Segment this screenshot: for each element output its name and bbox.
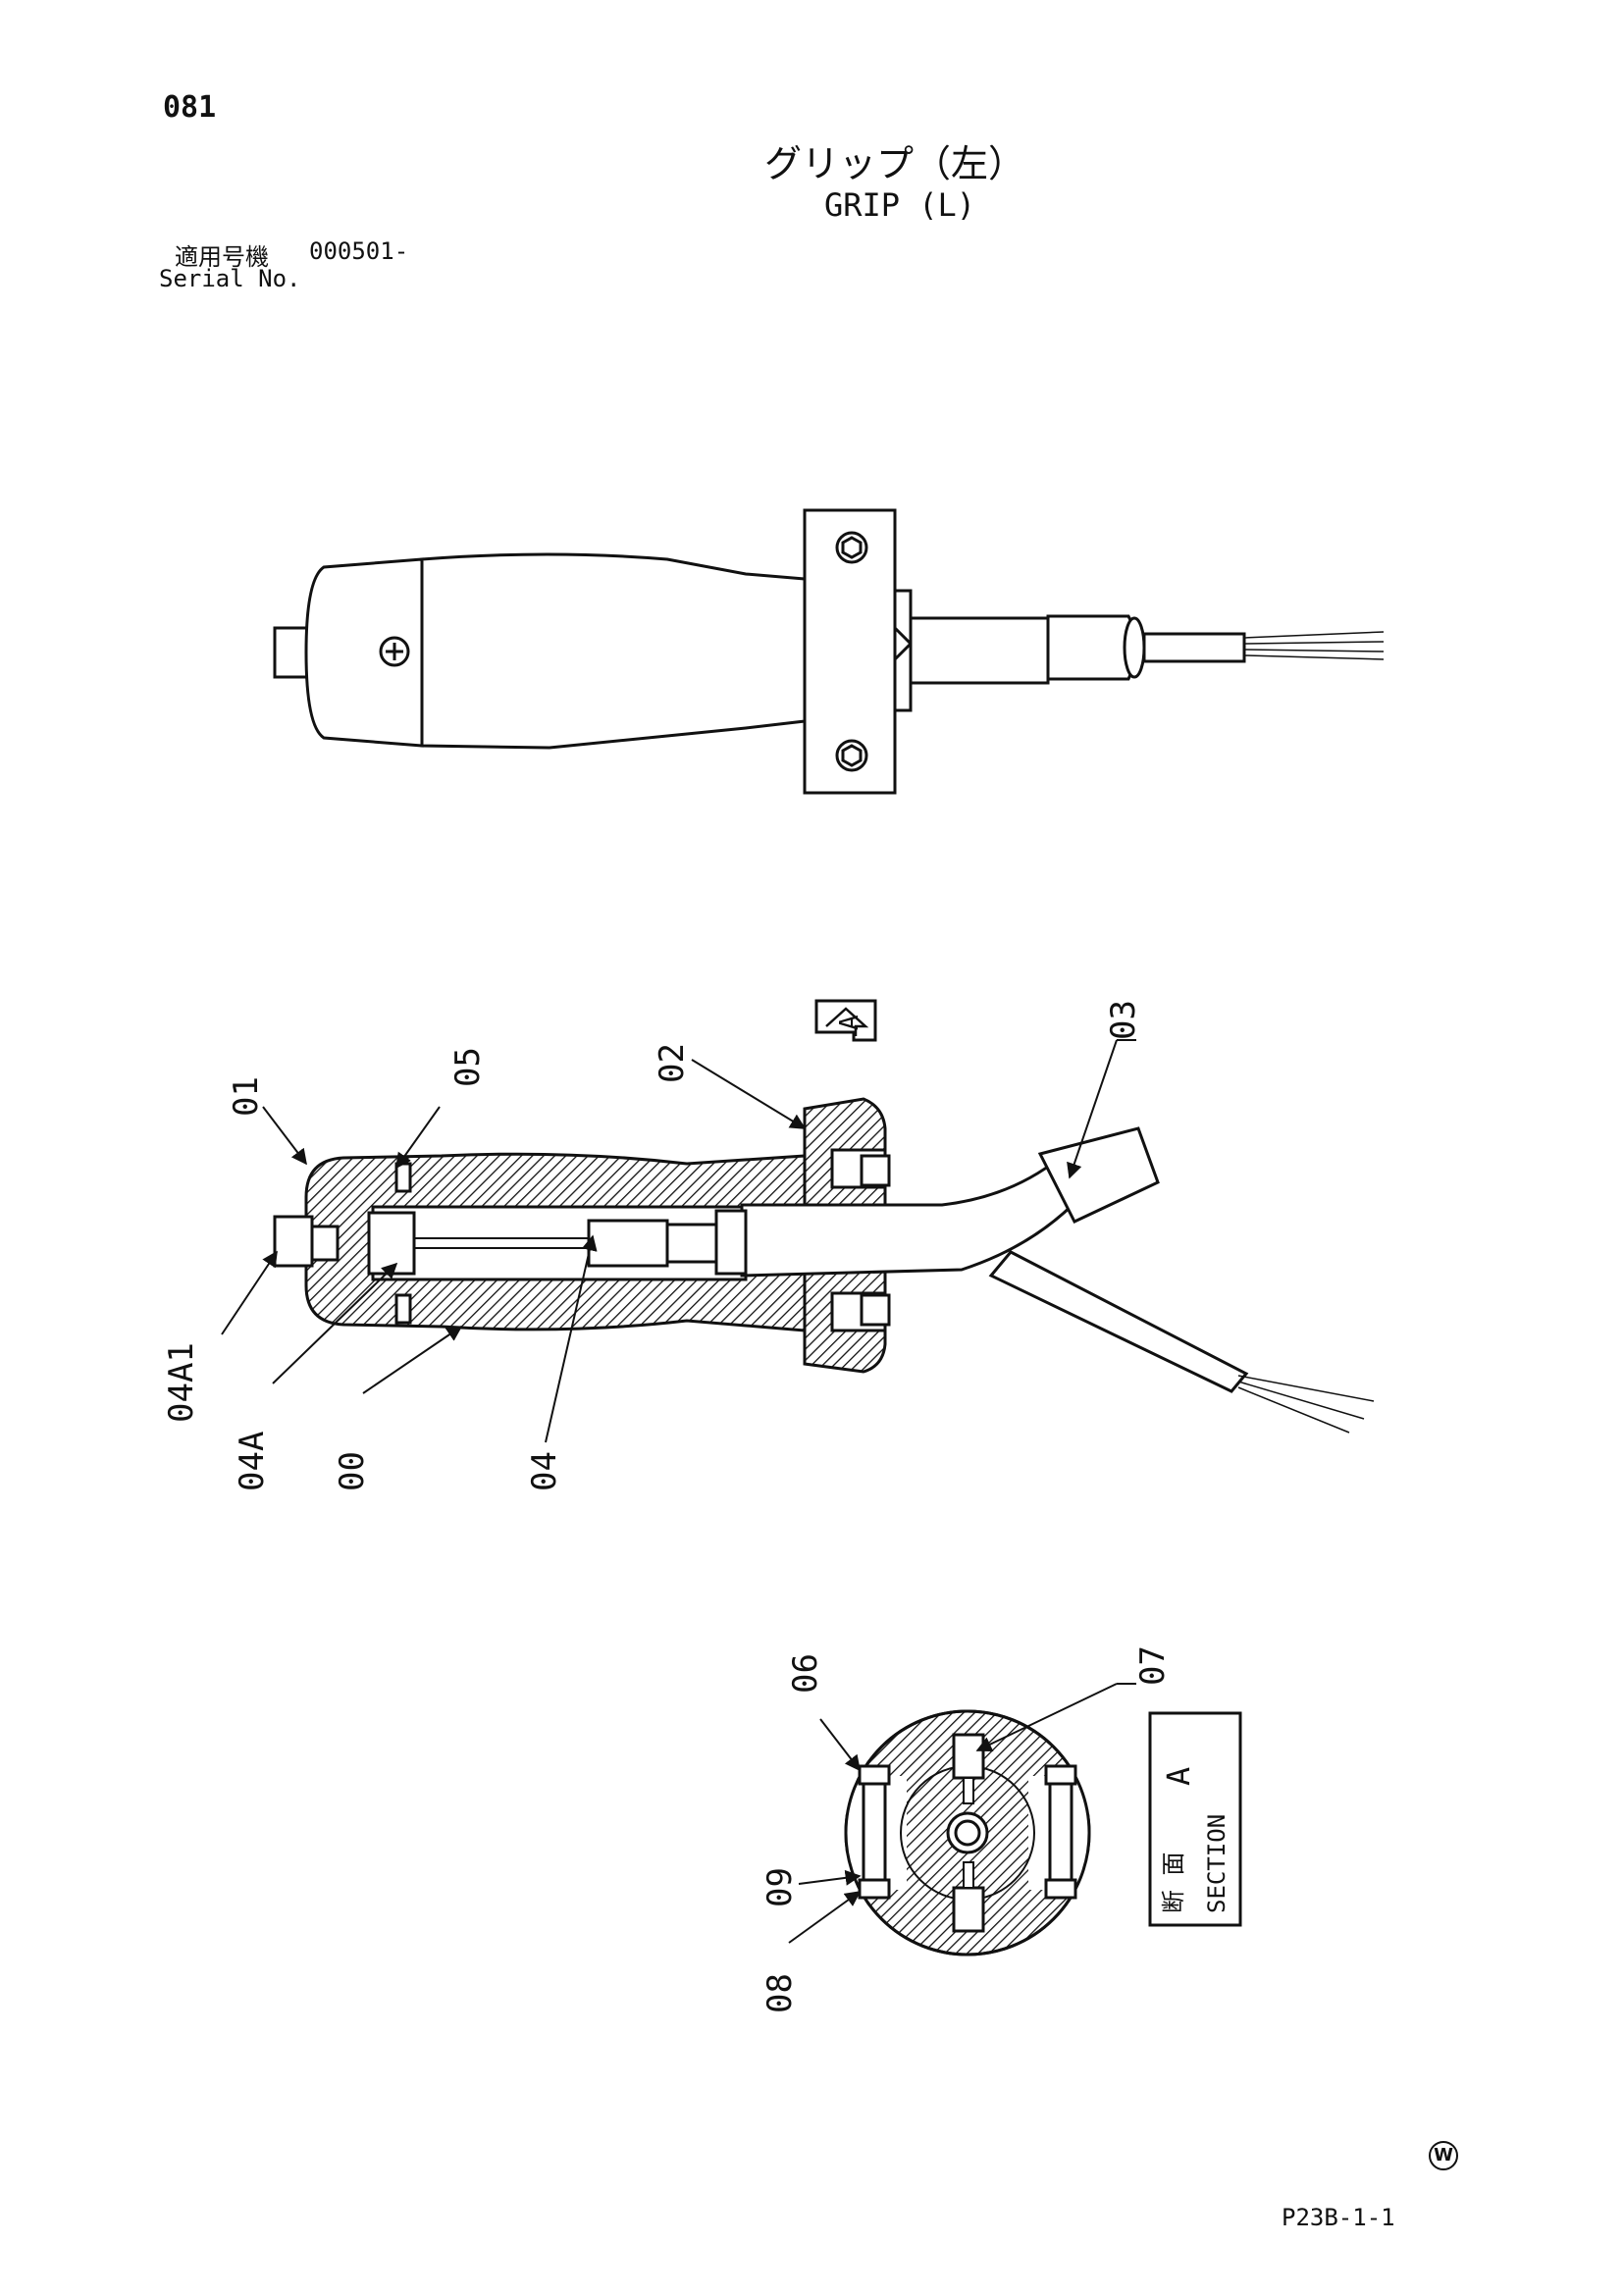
drawing-code: P23B-1-1 [1282, 2204, 1395, 2231]
cross-section-callout-leaders [788, 1683, 1136, 1944]
callout-02: 02 [653, 1043, 692, 1083]
title-japanese: グリップ（左） [763, 142, 1025, 185]
serial-range: 000501- [309, 237, 409, 265]
watermark-symbol: W [1429, 2141, 1458, 2170]
callout-04: 04 [525, 1451, 564, 1491]
callout-06: 06 [786, 1653, 825, 1694]
callout-08: 08 [760, 1973, 800, 2013]
page-number: 081 [163, 90, 217, 125]
title-english: GRIP (L) [823, 186, 976, 224]
callout-07: 07 [1133, 1645, 1173, 1686]
section-label-box [1148, 1711, 1242, 1927]
section-view-marker: A [835, 1015, 864, 1030]
grip-top-view [273, 508, 1385, 795]
section-label-japanese: 断 面 [1160, 1852, 1187, 1913]
cross-section-a [844, 1709, 1091, 1957]
callout-04a1: 04A1 [162, 1342, 201, 1423]
callout-01: 01 [227, 1076, 266, 1117]
section-callout-leaders [221, 1039, 1136, 1443]
callout-09: 09 [760, 1867, 800, 1907]
callout-04a: 04A [233, 1432, 272, 1491]
serial-label-english: Serial No. [159, 265, 301, 292]
section-label-letter: A [1160, 1767, 1197, 1786]
callout-labels: 01 05 02 03 04A1 04A 00 04 06 07 09 08 A… [162, 1000, 1230, 2013]
callout-03: 03 [1104, 1000, 1143, 1040]
callout-00: 00 [333, 1451, 372, 1491]
section-label-english: SECTION [1203, 1814, 1230, 1913]
serial-label-japanese: 適用号機 [175, 243, 269, 271]
callout-05: 05 [448, 1047, 488, 1087]
grip-section-view [273, 999, 1375, 1434]
